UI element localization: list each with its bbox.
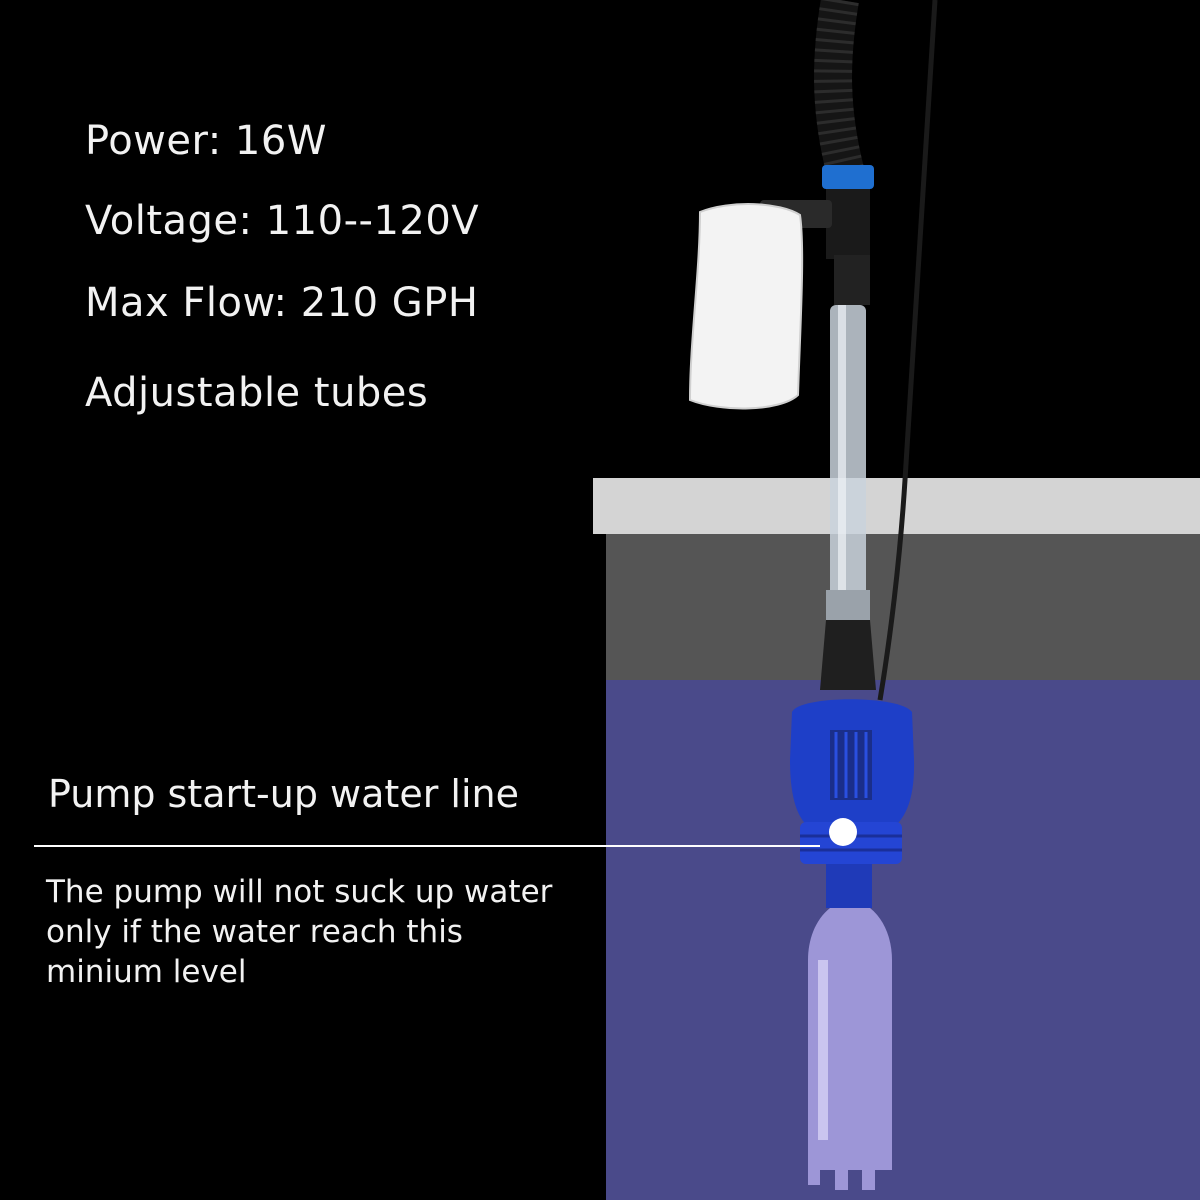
upper-valve-body (826, 189, 870, 259)
callout-note-line: minium level (46, 954, 247, 990)
tank-wall (606, 534, 1200, 680)
callout-note: The pump will not suck up water only if … (46, 872, 606, 992)
callout-note-line: only if the water reach this (46, 914, 463, 950)
spec-power: Power: 16W (85, 118, 327, 164)
pump-housing (790, 699, 915, 908)
power-cord (877, 0, 938, 701)
callout-title: Pump start-up water line (48, 772, 519, 816)
tube-base (820, 620, 876, 690)
tank-rim (593, 478, 1200, 534)
spec-tubes: Adjustable tubes (85, 370, 429, 416)
spec-voltage: Voltage: 110--120V (85, 198, 480, 244)
water-line-marker (829, 818, 857, 846)
filter-bag (688, 203, 804, 410)
hose (814, 0, 864, 175)
tube-joint (826, 590, 870, 620)
hose-connector (822, 165, 874, 189)
tube-clamp (834, 255, 870, 305)
spec-max-flow: Max Flow: 210 GPH (85, 280, 479, 326)
clear-tube (830, 305, 866, 615)
suction-tube (808, 908, 892, 1190)
callout-note-line: The pump will not suck up water (46, 874, 553, 910)
